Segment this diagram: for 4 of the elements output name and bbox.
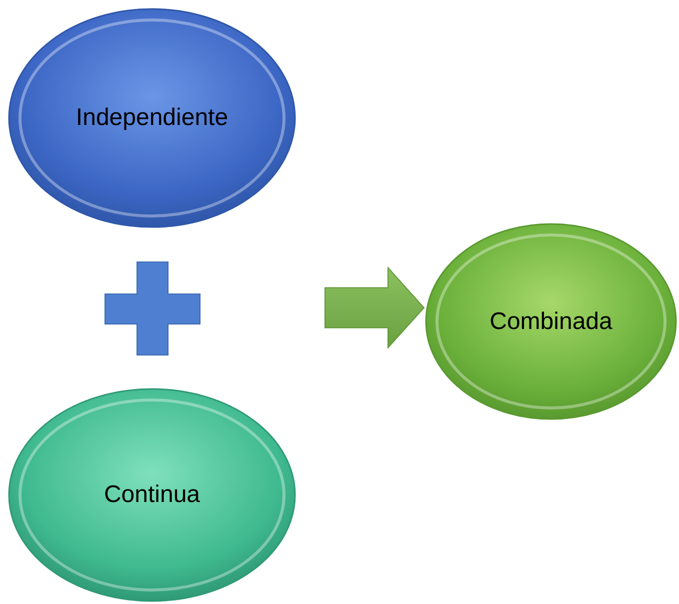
block-arrow: [324, 266, 425, 350]
node-label: Continua: [104, 481, 200, 509]
node-label: Combinada: [490, 308, 612, 336]
node-label: Independiente: [76, 104, 228, 132]
